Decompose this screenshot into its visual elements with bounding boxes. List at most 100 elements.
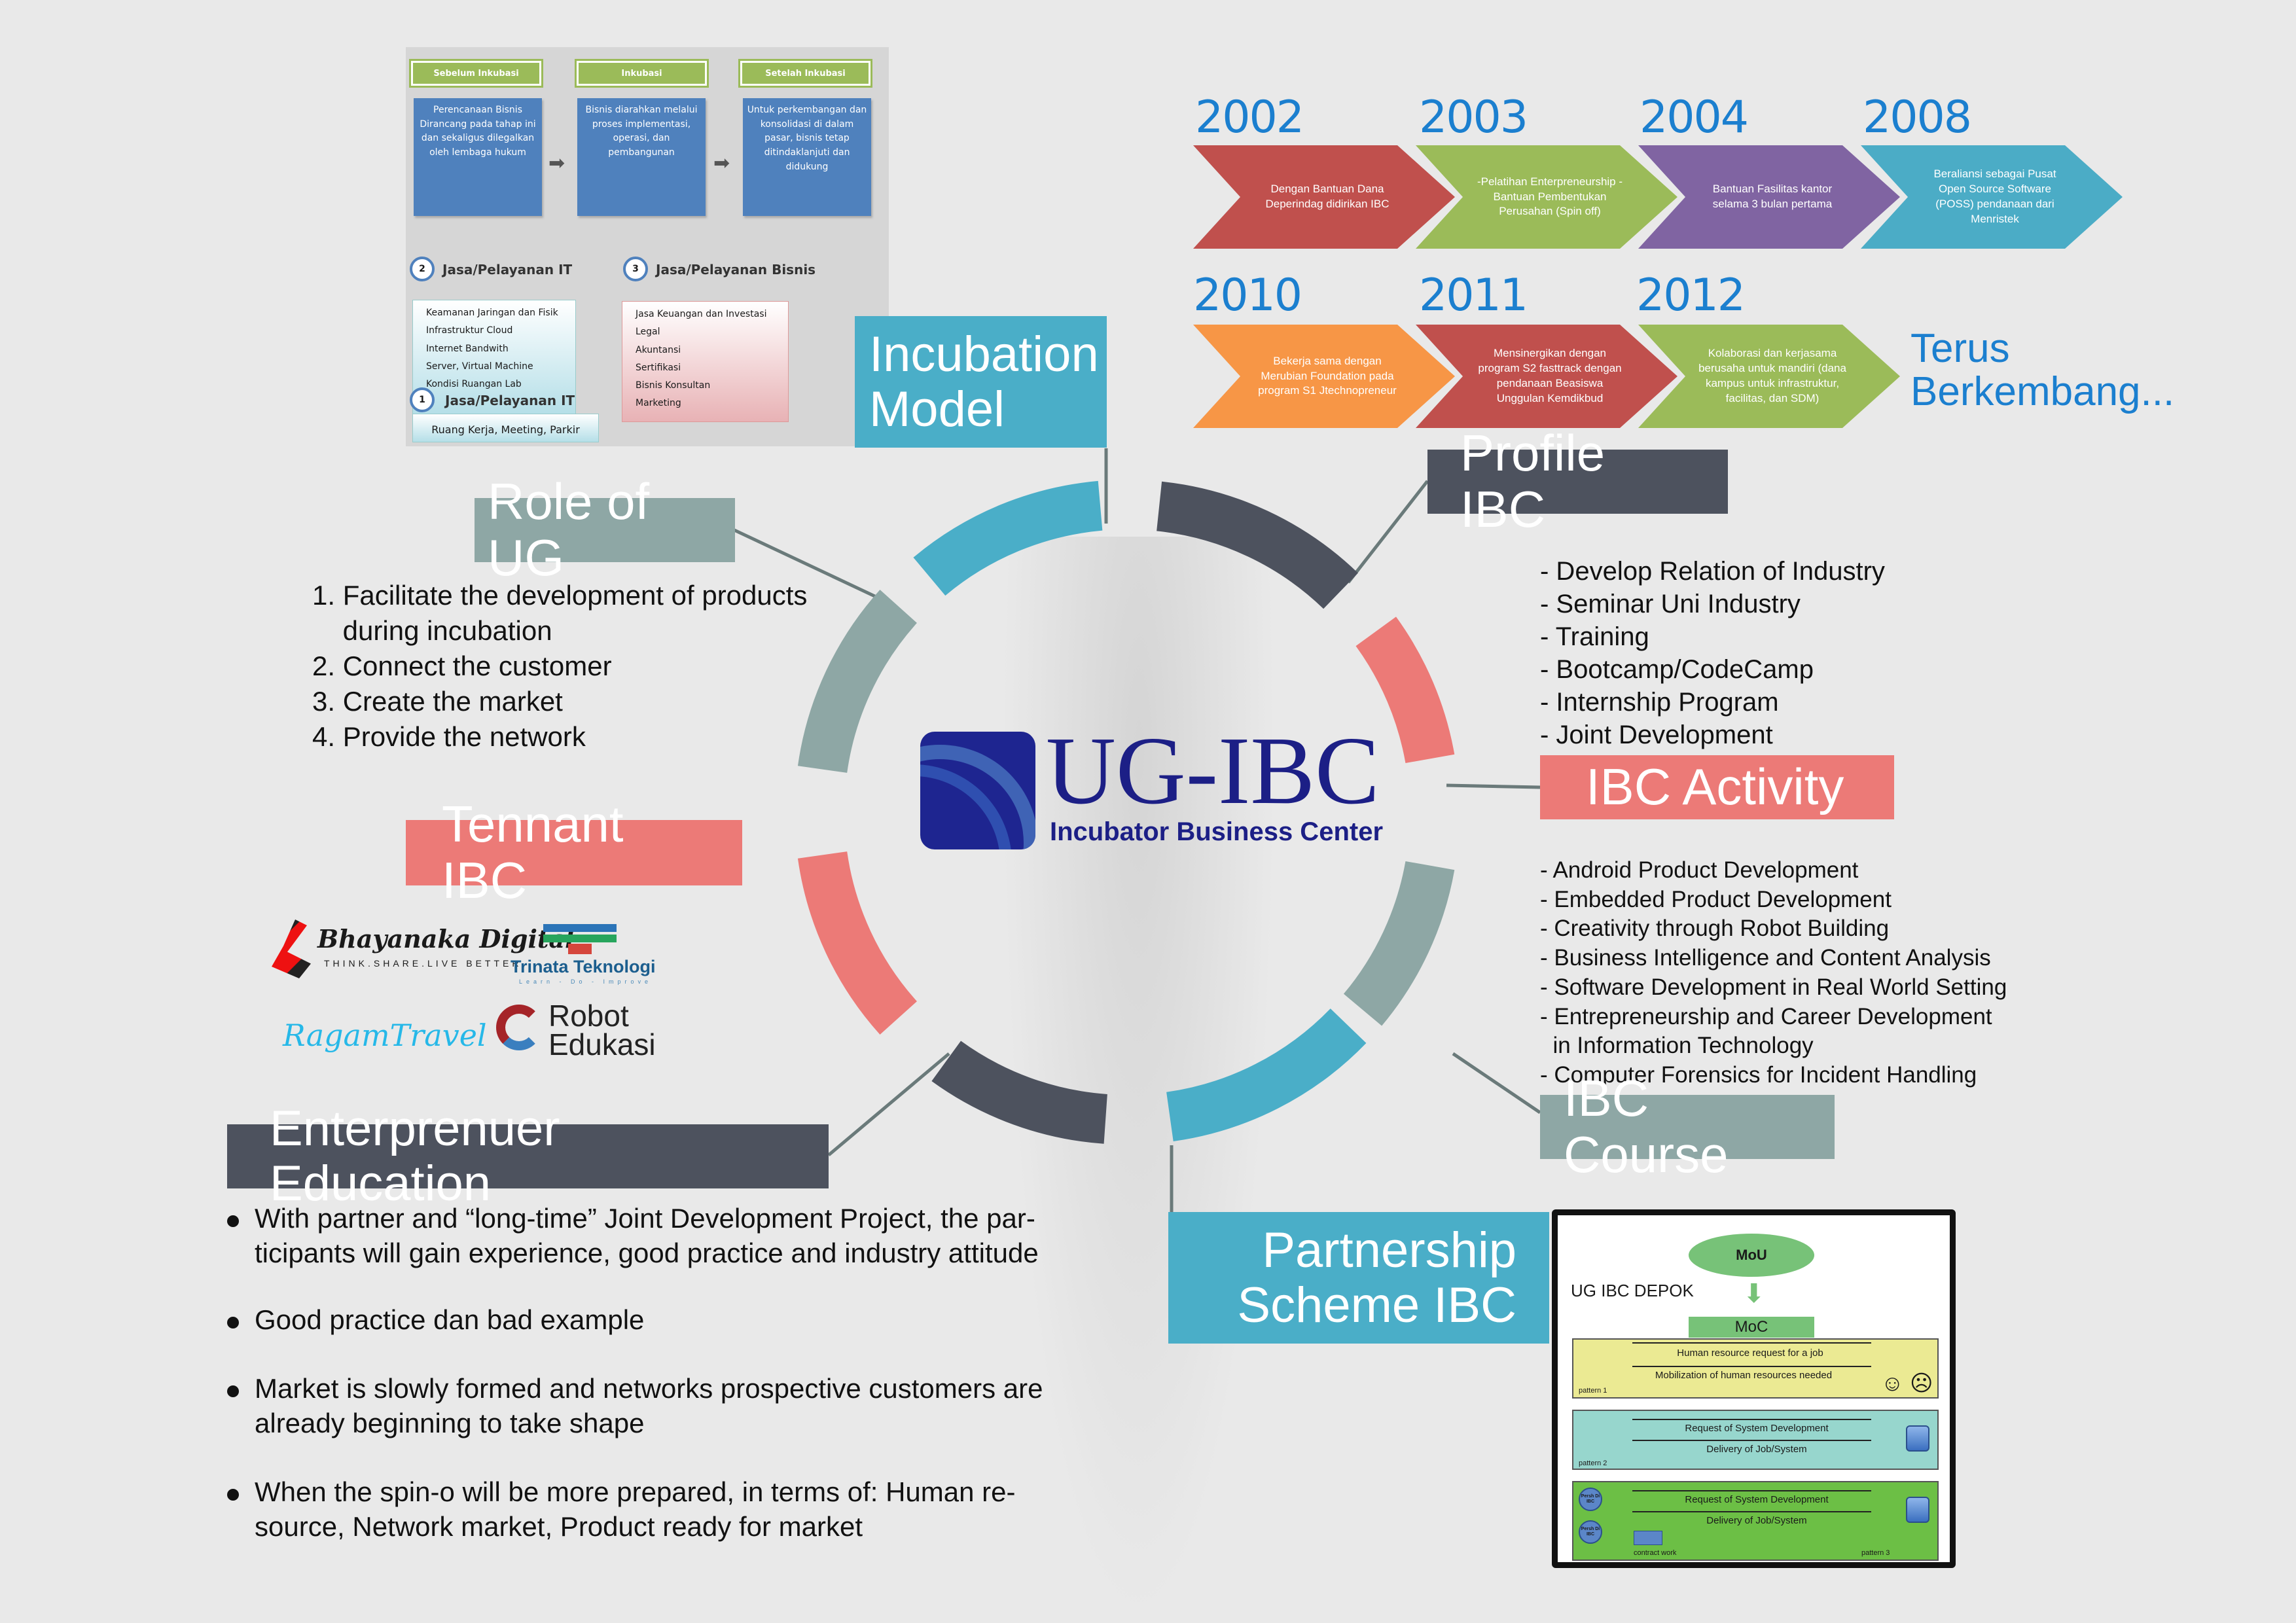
logo-subtitle: Incubator Business Center bbox=[1050, 817, 1384, 846]
arrow-right-icon bbox=[1632, 1366, 1871, 1367]
activity-item: - Computer Forensics for Incident Handli… bbox=[1540, 1061, 1977, 1088]
connector-education bbox=[827, 1052, 950, 1156]
timeline-year: 2011 bbox=[1419, 270, 1528, 321]
ring-segment bbox=[1166, 1008, 1367, 1142]
connector-role bbox=[733, 528, 882, 601]
robot-edukasi-logo-icon bbox=[496, 1005, 542, 1050]
service-item: Ruang Kerja, Meeting, Parkir bbox=[431, 423, 580, 436]
service-title: Jasa/Pelayanan Bisnis bbox=[656, 262, 816, 277]
pattern-label: pattern 3 bbox=[1861, 1549, 1890, 1557]
stage-title: Inkubasi bbox=[575, 59, 709, 88]
pattern-response: Delivery of Job/System bbox=[1706, 1444, 1807, 1455]
service-item: Internet Bandwith bbox=[426, 343, 509, 354]
pattern-request: Request of System Development bbox=[1685, 1494, 1829, 1505]
role-item: 3. Create the market bbox=[312, 686, 563, 717]
profile-ibc-label: Profile IBC bbox=[1427, 425, 1728, 537]
profile-item: - Training bbox=[1540, 622, 1649, 651]
arrow-right-icon: ➡ bbox=[548, 152, 565, 175]
activity-item: - Software Development in Real World Set… bbox=[1540, 974, 2007, 1000]
database-icon bbox=[1906, 1497, 1929, 1523]
service-list: Keamanan Jaringan dan Fisik Infrastruktu… bbox=[412, 300, 576, 414]
service-title: Jasa/Pelayanan IT bbox=[445, 393, 575, 408]
service-item: Marketing bbox=[636, 398, 681, 409]
service-item: Server, Virtual Machine bbox=[426, 361, 533, 372]
arrow-right-icon: ➡ bbox=[713, 152, 730, 175]
label-line: Model bbox=[869, 381, 1005, 437]
service-item: Sertifikasi bbox=[636, 362, 681, 373]
tenant-logo-name: Bhayanaka Digital bbox=[317, 924, 575, 954]
number-badge: 3 bbox=[623, 257, 648, 281]
service-item: Akuntansi bbox=[636, 344, 681, 355]
education-bullet: When the spin-o will be more prepared, i… bbox=[227, 1474, 1091, 1544]
activity-item: - Creativity through Robot Building bbox=[1540, 916, 1890, 942]
label-line: Incubation bbox=[869, 326, 1099, 382]
pattern-3: Request of System Development Delivery o… bbox=[1572, 1481, 1939, 1561]
timeline-year: 2003 bbox=[1419, 92, 1528, 143]
database-icon bbox=[1906, 1425, 1929, 1452]
profile-item: - Seminar Uni Industry bbox=[1540, 590, 1801, 618]
logo-title: UG-IBC bbox=[1046, 717, 1380, 825]
timeline-year: 2002 bbox=[1195, 92, 1304, 143]
ring-segment bbox=[1355, 616, 1455, 764]
ibc-course-label: IBC Course bbox=[1540, 1070, 1835, 1183]
company-node: Persh Di IBC bbox=[1579, 1520, 1602, 1544]
activity-list: - Android Product Development - Embedded… bbox=[1540, 856, 2007, 1090]
service-item: Legal bbox=[636, 327, 660, 338]
timeline-year: 2010 bbox=[1193, 270, 1302, 321]
timeline-year: 2004 bbox=[1640, 92, 1749, 143]
partnership-scheme-label: Partnership Scheme IBC bbox=[1168, 1212, 1549, 1344]
sad-face-icon: ☹ bbox=[1910, 1371, 1933, 1396]
connector-activity bbox=[1446, 783, 1541, 789]
stage-body: Untuk perkembangan dan konsolidasi di da… bbox=[743, 98, 871, 216]
activity-item: - Embedded Product Development bbox=[1540, 886, 1892, 912]
tenant-logo-name: Robot Edukasi bbox=[548, 999, 656, 1061]
role-of-ug-label: Role of UG bbox=[475, 473, 735, 586]
stage-title: Sebelum Inkubasi bbox=[409, 59, 543, 88]
arrow-left-icon bbox=[1632, 1342, 1871, 1344]
service-item: Bisnis Konsultan bbox=[636, 380, 711, 391]
org-label: UG IBC DEPOK bbox=[1571, 1281, 1694, 1300]
company-node: Persh Di IBC bbox=[1579, 1488, 1602, 1511]
label-line: Partnership bbox=[1262, 1222, 1516, 1278]
profile-item: - Joint Development bbox=[1540, 721, 1773, 749]
pattern-response: Mobilization of human resources needed bbox=[1655, 1370, 1833, 1381]
trinata-logo-icon bbox=[543, 924, 617, 932]
tenant-logo-name: Trinata Teknologi bbox=[511, 957, 656, 976]
service-title: Jasa/Pelayanan IT bbox=[442, 262, 573, 277]
continue-line: Terus bbox=[1910, 326, 2010, 371]
stage-body: Bisnis diarahkan melalui proses implemen… bbox=[577, 98, 706, 216]
incubation-model-label: Incubation Model bbox=[855, 316, 1107, 448]
tenant-ibc-label: Tennant IBC bbox=[406, 796, 742, 908]
service-list: Jasa Keuangan dan Investasi Legal Akunta… bbox=[622, 301, 789, 422]
profile-list: - Develop Relation of Industry - Seminar… bbox=[1540, 555, 1885, 751]
pattern-request: Request of System Development bbox=[1685, 1423, 1829, 1434]
profile-item: - Internship Program bbox=[1540, 688, 1779, 717]
activity-item: - Business Intelligence and Content Anal… bbox=[1540, 945, 1991, 971]
moc-node: MoC bbox=[1689, 1317, 1814, 1338]
logo-mark-icon bbox=[920, 732, 1035, 849]
ibc-activity-label: IBC Activity bbox=[1540, 755, 1894, 819]
education-bullet: Market is slowly formed and networks pro… bbox=[227, 1371, 1091, 1440]
service-list: Ruang Kerja, Meeting, Parkir bbox=[412, 414, 599, 442]
service-item: Jasa Keuangan dan Investasi bbox=[636, 309, 767, 319]
education-bullet: Good practice dan bad example bbox=[227, 1302, 1091, 1337]
activity-item: - Entrepreneurship and Career Developmen… bbox=[1540, 1003, 1992, 1029]
ring-segment bbox=[797, 590, 918, 774]
connector-course bbox=[1452, 1052, 1541, 1115]
activity-item: - Android Product Development bbox=[1540, 857, 1859, 883]
tenant-logo-tagline: THINK.SHARE.LIVE BETTER bbox=[324, 958, 522, 969]
label-line: Scheme IBC bbox=[1237, 1277, 1516, 1333]
mou-node: MoU bbox=[1689, 1234, 1814, 1277]
role-item: 2. Connect the customer bbox=[312, 651, 612, 681]
tenant-logo-tagline: Learn - Do - Improve bbox=[519, 978, 653, 985]
contract-label: contract work bbox=[1634, 1549, 1677, 1557]
activity-item: in Information Technology bbox=[1540, 1033, 1814, 1059]
arrow-left-icon bbox=[1632, 1419, 1871, 1420]
timeline-continue: Terus Berkembang... bbox=[1910, 327, 2174, 414]
arrow-right-icon bbox=[1632, 1440, 1871, 1441]
role-list: 1. Facilitate the development of product… bbox=[312, 578, 807, 755]
number-badge: 1 bbox=[410, 387, 435, 412]
arrow-right-icon bbox=[1632, 1511, 1871, 1512]
pattern-request: Human resource request for a job bbox=[1677, 1347, 1823, 1359]
timeline-year: 2012 bbox=[1636, 270, 1746, 321]
